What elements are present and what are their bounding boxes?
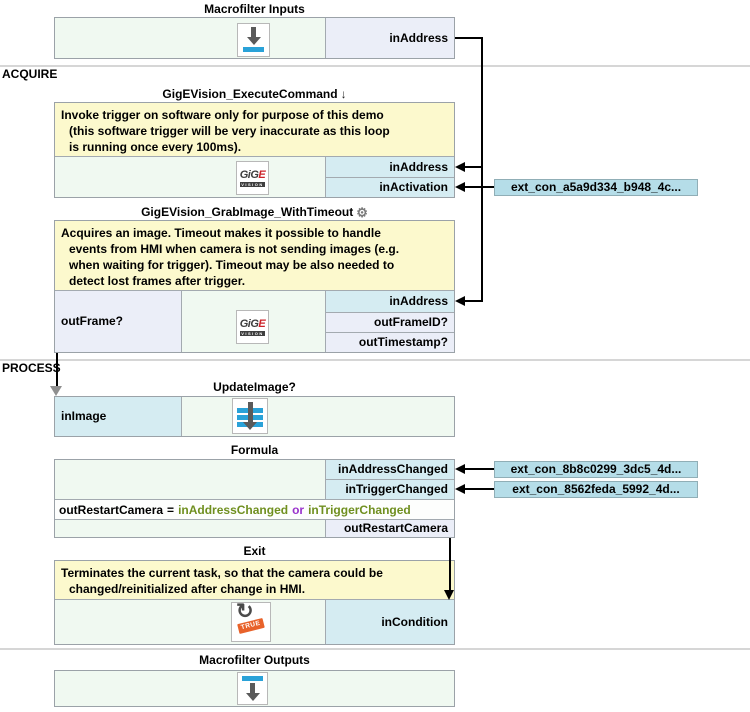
port-in-inactivation[interactable]: inActivation (325, 177, 454, 197)
exit-loop-icon: TRUE (231, 602, 271, 642)
formula-block[interactable]: inAddressChanged inTriggerChanged outRes… (54, 459, 455, 538)
arrowhead-intriggerchanged (455, 484, 465, 494)
port-in-inimage[interactable]: inImage (55, 397, 182, 436)
formula-expression[interactable]: outRestartCamera = inAddressChanged or i… (55, 499, 454, 519)
exit-block[interactable]: Terminates the current task, so that the… (54, 560, 455, 645)
connection-intriggerchanged (465, 488, 494, 490)
port-in-inaddress[interactable]: inAddress (325, 157, 454, 177)
port-out-outrestartcamera[interactable]: outRestartCamera (325, 519, 454, 537)
block-title-formula: Formula (230, 443, 279, 457)
section-divider-bottom (0, 648, 750, 650)
arrow-head (246, 36, 261, 45)
arrowhead-inactivation (455, 182, 465, 192)
connection-inaddress-h (455, 37, 483, 39)
block-title-exit: Exit (243, 544, 266, 558)
macrofilter-outputs-icon (237, 672, 268, 705)
gear-icon (356, 206, 368, 219)
expression-operand: inAddressChanged (178, 502, 289, 517)
port-in-inaddresschanged[interactable]: inAddressChanged (325, 460, 454, 479)
expression-equals: = (167, 502, 175, 517)
arrow-stem (251, 26, 256, 37)
arrowhead-inimage-gray (50, 386, 62, 396)
formula-body-spacer (55, 519, 325, 537)
expression-operator: or (292, 502, 305, 517)
updateimage-block[interactable]: inImage (54, 396, 455, 437)
comment-text: Terminates the current task, so that the… (55, 561, 454, 600)
arrow-stem (250, 683, 255, 693)
gige-vision-label: VISION (240, 181, 265, 187)
section-divider-acquire (0, 65, 750, 67)
macrofilter-inputs-block[interactable]: inAddress (54, 17, 455, 59)
grabimage-block[interactable]: Acquires an image. Timeout makes it poss… (54, 220, 455, 353)
ext-connection-label-activation[interactable]: ext_con_a5a9d334_b948_4c... (494, 179, 698, 196)
section-label-acquire: ACQUIRE (2, 67, 58, 81)
section-divider-process (0, 359, 750, 361)
port-out-outframe[interactable]: outFrame? (55, 291, 182, 352)
comment-text: Acquires an image. Timeout makes it poss… (55, 221, 454, 291)
arrowhead-inaddresschanged (455, 464, 465, 474)
block-title-grabimage: GigEVision_GrabImage_WithTimeout (54, 205, 455, 219)
arrowhead-execute-inaddress (455, 162, 465, 172)
block-title-updateimage: UpdateImage? (213, 380, 296, 394)
ext-connection-label-triggerchanged[interactable]: ext_con_8562feda_5992_4d... (494, 481, 698, 498)
connection-outrestartcamera (449, 538, 451, 590)
port-out-outframeid[interactable]: outFrameID? (325, 312, 454, 332)
port-in-incondition[interactable]: inCondition (325, 600, 454, 644)
arrow-head (245, 693, 260, 701)
down-arrow (243, 402, 257, 430)
inplace-down-arrow-icon (341, 88, 347, 100)
port-in-intriggerchanged[interactable]: inTriggerChanged (325, 479, 454, 499)
macrofilter-inputs-icon (237, 23, 270, 57)
section-label-process: PROCESS (2, 361, 61, 375)
blue-bar (243, 46, 264, 52)
block-title-executecommand: GigEVision_ExecuteCommand (54, 87, 455, 101)
block-title-macrofilter-inputs: Macrofilter Inputs (204, 2, 305, 16)
title-text: GigEVision_GrabImage_WithTimeout (141, 205, 354, 219)
comment-text: Invoke trigger on software only for purp… (55, 103, 454, 157)
blue-bar (242, 676, 263, 681)
arrowhead-incondition (444, 590, 454, 600)
arrowhead-grab-inaddress (455, 296, 465, 306)
ext-connection-label-addresschanged[interactable]: ext_con_8b8c0299_3dc5_4d... (494, 461, 698, 478)
connection-inactivation (465, 186, 494, 188)
expression-operand: inTriggerChanged (308, 502, 411, 517)
connection-inaddresschanged (465, 468, 494, 470)
port-out-outtimestamp[interactable]: outTimestamp? (325, 332, 454, 352)
block-title-macrofilter-outputs: Macrofilter Outputs (199, 653, 310, 667)
gige-vision-label: VISION (240, 330, 265, 336)
update-image-icon (232, 398, 268, 434)
port-out-inaddress[interactable]: inAddress (325, 18, 454, 58)
connection-outframe (56, 353, 58, 386)
connection-branch-execute (465, 166, 483, 168)
expression-lhs: outRestartCamera (59, 502, 164, 517)
connection-branch-grab (465, 300, 483, 302)
connection-inaddress-v (481, 37, 483, 302)
title-text: GigEVision_ExecuteCommand (162, 87, 338, 101)
macrofilter-outputs-block[interactable] (54, 670, 455, 707)
port-in-inaddress[interactable]: inAddress (325, 291, 454, 312)
executecommand-block[interactable]: Invoke trigger on software only for purp… (54, 102, 455, 198)
